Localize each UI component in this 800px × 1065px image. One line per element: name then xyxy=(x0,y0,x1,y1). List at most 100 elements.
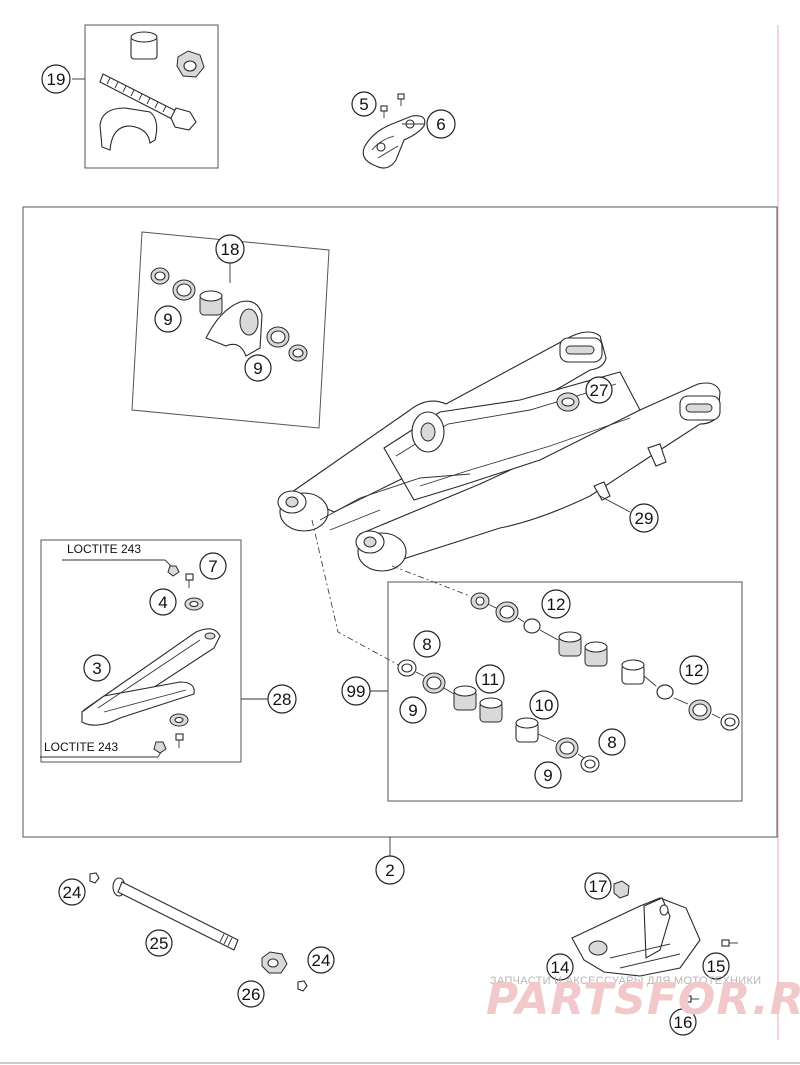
upper-seal-part xyxy=(470,592,490,610)
svg-text:17: 17 xyxy=(589,877,608,896)
upper-needle-bearing-b xyxy=(584,641,608,667)
svg-text:29: 29 xyxy=(635,509,654,528)
screw-small-5 xyxy=(380,105,388,118)
svg-text:3: 3 xyxy=(92,659,101,678)
chain-slider-part xyxy=(81,628,221,726)
callout-7: 7 xyxy=(199,552,227,580)
lower-needle-bearing-a xyxy=(453,685,477,711)
svg-text:LOCTITE 243: LOCTITE 243 xyxy=(67,542,141,556)
callout-6: 6 xyxy=(426,109,456,139)
callout-3: 3 xyxy=(83,654,111,682)
callout-24-b: 24 xyxy=(307,946,335,974)
left-pivot-boss xyxy=(277,490,329,532)
bearing-ring-part xyxy=(172,279,196,301)
lower-spacer-part xyxy=(515,717,539,743)
pivot-axle-part xyxy=(112,877,239,951)
callout-24-a: 24 xyxy=(58,878,86,906)
svg-text:26: 26 xyxy=(242,985,261,1004)
svg-text:11: 11 xyxy=(481,670,499,689)
pivot-bearing-frame xyxy=(387,581,743,802)
callout-16: 16 xyxy=(669,1008,697,1036)
callout-5: 5 xyxy=(351,91,377,117)
svg-text:18: 18 xyxy=(221,240,240,259)
watermark: ЗАПЧАСТИ И АКСЕССУАРЫ ДЛЯ МОТОТЕХНИКИ PA… xyxy=(486,974,800,1025)
svg-text:12: 12 xyxy=(685,661,704,680)
screw-15-part xyxy=(721,939,738,947)
callout-4: 4 xyxy=(149,588,177,616)
callout-18: 18 xyxy=(215,234,245,264)
svg-text:25: 25 xyxy=(150,934,169,953)
callout-8-b: 8 xyxy=(598,728,626,756)
upper-needle-bearing-a xyxy=(558,631,582,657)
loctite-label-top: LOCTITE 243 xyxy=(62,542,174,569)
callout-12-b: 12 xyxy=(679,655,709,685)
threaded-rod-part xyxy=(99,73,197,131)
lower-seal-part xyxy=(397,659,417,677)
washer-4-part xyxy=(184,597,204,611)
callout-9-a: 9 xyxy=(154,305,182,333)
callout-25: 25 xyxy=(145,929,173,957)
svg-text:5: 5 xyxy=(359,95,368,114)
pivot-axle-group: 24 25 24 26 xyxy=(58,872,335,1008)
pivot-bush-part xyxy=(205,300,263,357)
svg-text:9: 9 xyxy=(408,701,417,720)
pivot-leader-right xyxy=(391,565,471,597)
sleeve-part xyxy=(130,31,158,60)
callout-29: 29 xyxy=(629,503,659,533)
washer-lower-part xyxy=(169,713,189,727)
svg-text:6: 6 xyxy=(436,115,445,134)
linkage-mount xyxy=(411,411,445,453)
loctite-label-bottom: LOCTITE 243 xyxy=(40,740,164,758)
svg-text:28: 28 xyxy=(273,690,292,709)
svg-text:16: 16 xyxy=(674,1013,693,1032)
chain-guide-tab xyxy=(593,481,611,501)
chain-guide-group: 17 14 15 16 xyxy=(546,872,738,1036)
swingarm-body: 27 29 xyxy=(277,331,721,572)
upper-seal-right xyxy=(720,713,740,731)
pivot-leader-left xyxy=(311,519,405,669)
svg-text:4: 4 xyxy=(158,593,167,612)
brake-tab xyxy=(647,443,667,467)
callout-2: 2 xyxy=(375,855,405,885)
lower-needle-bearing-b xyxy=(479,697,503,723)
upper-oring-part xyxy=(523,618,541,634)
svg-text:7: 7 xyxy=(208,557,217,576)
screw-7-part xyxy=(167,565,194,588)
svg-text:27: 27 xyxy=(590,381,609,400)
nut-17-part xyxy=(613,880,630,899)
chain-slider-frame xyxy=(40,539,242,763)
tool-kit-group: 19 xyxy=(41,24,219,169)
callout-9-c: 9 xyxy=(399,696,427,724)
watermark-tagline: ЗАПЧАСТИ И АКСЕССУАРЫ ДЛЯ МОТОТЕХНИКИ xyxy=(490,975,761,987)
bearing-kit-frame xyxy=(131,231,330,429)
needle-bearing-part xyxy=(199,290,223,316)
upper-ring-part xyxy=(495,601,519,623)
upper-ring-right xyxy=(688,699,712,721)
screw-small-upper xyxy=(397,93,405,106)
nut-part xyxy=(176,50,205,78)
cap-small-left xyxy=(89,872,100,884)
pivot-bearing-group: 99 xyxy=(341,581,743,802)
svg-text:10: 10 xyxy=(535,696,554,715)
washer-27-part xyxy=(556,392,580,412)
callout-19: 19 xyxy=(41,64,71,94)
callout-12-a: 12 xyxy=(541,589,571,619)
chain-slider-group: LOCTITE 243 7 4 xyxy=(40,539,297,763)
callout-15: 15 xyxy=(702,952,730,980)
svg-text:24: 24 xyxy=(63,883,82,902)
svg-text:9: 9 xyxy=(253,359,262,378)
lower-seal-right xyxy=(580,755,600,773)
svg-text:14: 14 xyxy=(551,958,570,977)
axle-slot-upper xyxy=(559,337,603,363)
callout-11: 11 xyxy=(475,664,505,694)
half-shell-part xyxy=(99,107,158,151)
screw-lower-part xyxy=(153,733,184,754)
svg-text:2: 2 xyxy=(385,861,394,880)
screw-16-part xyxy=(683,995,699,1003)
svg-text:19: 19 xyxy=(47,70,66,89)
upper-spacer-part xyxy=(621,659,645,685)
bearing-kit-group: 18 9 xyxy=(131,231,330,429)
svg-text:15: 15 xyxy=(707,957,726,976)
svg-text:9: 9 xyxy=(163,310,172,329)
